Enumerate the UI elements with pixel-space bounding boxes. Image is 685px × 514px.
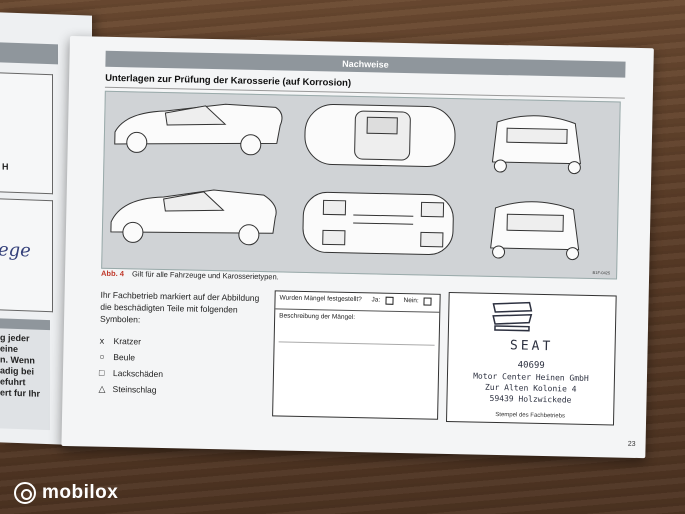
handwriting-fragment: ege [0,239,31,262]
car-side-view-left [110,189,277,246]
left-page-snippet: H [2,161,9,172]
defects-found-row: Wurden Mängel festgestellt? Ja: Nein: [275,291,440,313]
description-label: Beschreibung der Mängel: [279,312,356,322]
left-page-text-block: g jeder eine n. Wenn adig bei efuhrt ert… [0,332,40,399]
left-page-box-top: H [0,72,53,195]
mobilox-logo-icon [14,482,36,504]
right-page: Nachweise Unterlagen zur Prüfung der Kar… [61,36,654,459]
left-page-line: ert fur Ihr [0,387,41,399]
car-front-view [491,115,582,175]
damage-legend: Ihr Fachbetrieb markiert auf der Abbildu… [98,289,260,402]
stamp-caption: Stempel des Fachbetriebs [495,411,566,420]
legend-intro: Ihr Fachbetrieb markiert auf der Abbildu… [99,289,260,325]
left-page-box-bottom: g jeder eine n. Wenn adig bei efuhrt ert… [0,318,50,431]
stamp-brand: SEAT [509,338,554,355]
left-page-header-tab [0,42,58,65]
legend-label: Beule [113,351,136,363]
car-top-view [304,104,456,167]
stamp-line-3: 59439 Holzwickede [489,393,572,405]
car-body-diagram: B1F-0425 [101,90,621,280]
yes-checkbox[interactable] [385,296,394,305]
seat-logo-icon [492,301,533,332]
legend-symbol: ○ [99,351,105,362]
legend-item: △ Steinschlag [98,383,258,398]
mobilox-watermark: mobilox [14,482,118,504]
no-checkbox[interactable] [423,297,432,306]
legend-symbol: □ [98,367,105,378]
page-number: 23 [627,440,636,448]
legend-symbol: △ [98,383,106,394]
car-rear-view [490,201,580,261]
left-page-box-middle: ege [0,198,53,313]
legend-item: □ Lackschäden [99,367,259,382]
legend-symbol: x [99,335,105,346]
car-underbody-view [302,191,454,256]
legend-label: Kratzer [113,335,142,347]
legend-list: x Kratzer ○ Beule □ Lackschäden △ Steinschla… [98,335,259,398]
yes-label: Ja: [371,296,381,304]
no-label: Nein: [403,297,419,305]
dealer-stamp-box: SEAT 40699 Motor Center Heinen GmbH Zur … [445,291,617,426]
legend-item: x Kratzer [99,335,259,350]
inspection-form: Wurden Mängel festgestellt? Ja: Nein: Be… [272,290,441,420]
car-side-view-right [114,103,283,156]
figure-code: B1F-0425 [593,270,611,275]
defects-question: Wurden Mängel festgestellt? [279,294,362,304]
caption-label: Abb. 4 [100,268,125,279]
legend-label: Steinschlag [112,383,157,395]
car-outlines-svg: B1F-0425 [110,103,611,275]
legend-label: Lackschäden [112,367,164,380]
description-line [278,341,435,346]
watermark-text: mobilox [42,482,119,503]
caption-text: Gilt für alle Fahrzeuge und Karosseriety… [131,269,279,282]
legend-item: ○ Beule [99,351,259,366]
stamp-number: 40699 [517,360,545,372]
